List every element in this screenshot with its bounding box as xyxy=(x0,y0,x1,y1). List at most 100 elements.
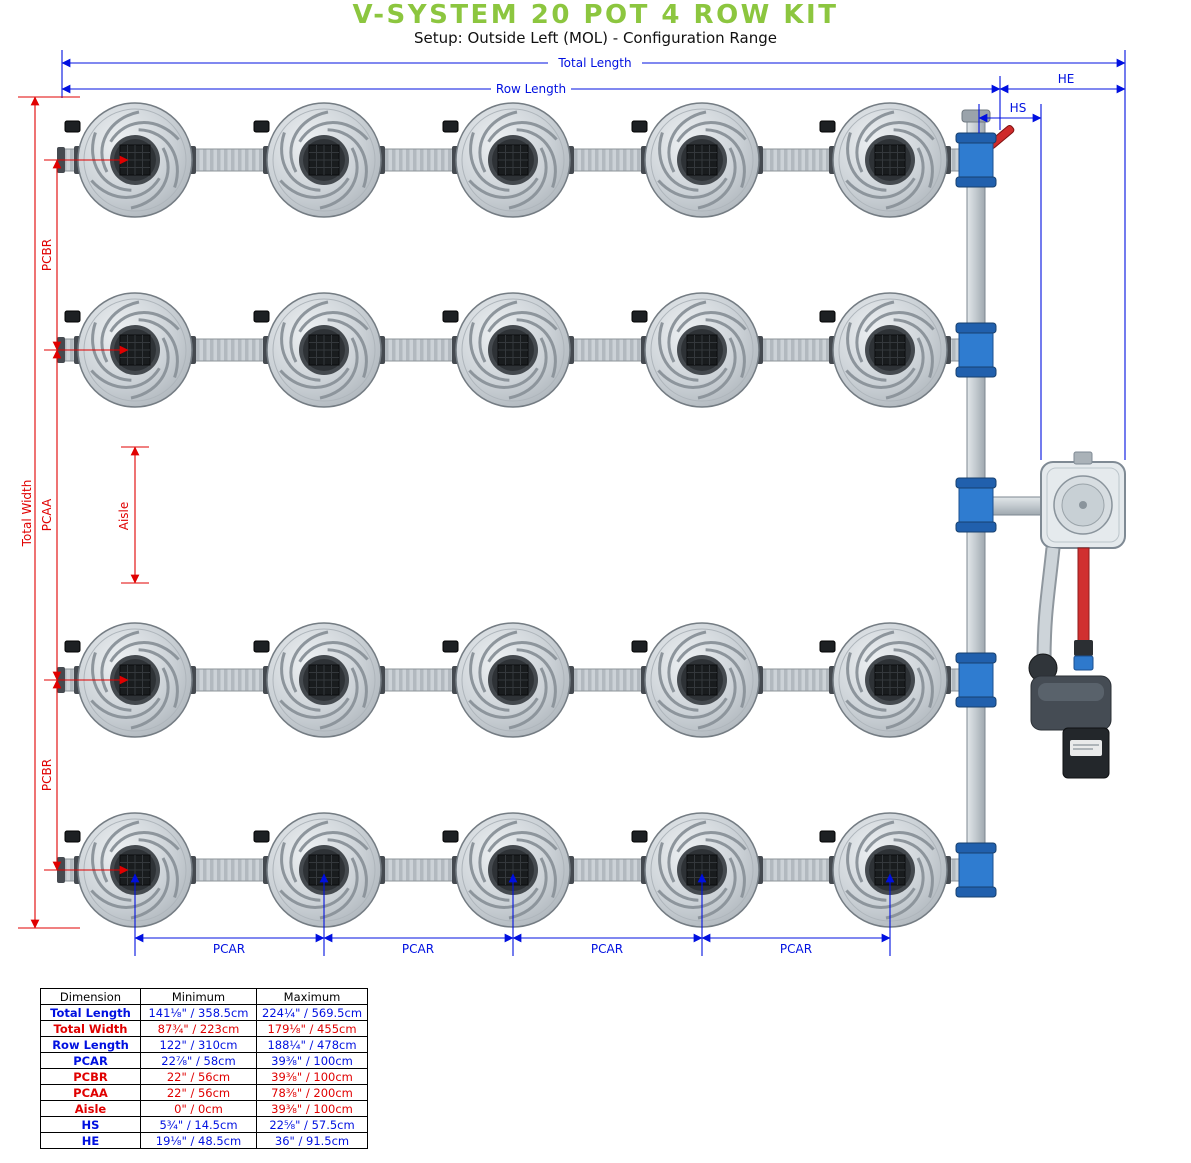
grow-pot xyxy=(453,621,573,739)
dimension-label: Total Width xyxy=(40,1020,141,1037)
manifold-top-cap xyxy=(961,109,991,123)
dimension-label: PCAR xyxy=(40,1052,141,1069)
drip-fitting-icon xyxy=(819,310,836,323)
min-value: 22" / 56cm xyxy=(140,1068,257,1085)
drip-fitting-icon xyxy=(442,830,459,843)
drip-fitting-icon xyxy=(64,830,81,843)
table-header-minimum: Minimum xyxy=(140,988,257,1005)
max-value: 22⅝" / 57.5cm xyxy=(255,1116,369,1133)
pump-union-fitting xyxy=(1073,655,1094,671)
dimension-label: HE xyxy=(40,1132,141,1149)
grow-pot xyxy=(830,101,950,219)
max-value: 36" / 91.5cm xyxy=(255,1132,369,1149)
min-value: 0" / 0cm xyxy=(140,1100,257,1117)
max-value: 179⅛" / 455cm xyxy=(255,1020,369,1037)
tubing-layer xyxy=(57,120,973,884)
dimension-label: PCAA xyxy=(40,1084,141,1101)
reservoir-inner-edge xyxy=(1046,467,1120,543)
total-width-label: Total Width xyxy=(20,480,34,548)
pump-body-highlight xyxy=(1038,683,1104,701)
max-value: 224¼" / 569.5cm xyxy=(255,1004,369,1021)
grow-pot xyxy=(453,291,573,409)
reservoir-vent xyxy=(1073,451,1093,465)
drip-fitting-icon xyxy=(253,830,270,843)
pcaa-label: PCAA xyxy=(40,498,54,531)
dimension-label: HS xyxy=(40,1116,141,1133)
max-value: 39⅜" / 100cm xyxy=(255,1068,369,1085)
grow-pot xyxy=(264,291,384,409)
drip-fitting-icon xyxy=(253,640,270,653)
label-bg xyxy=(491,81,571,97)
total-length-label: Total Length xyxy=(557,56,631,70)
grow-pot xyxy=(264,101,384,219)
manifold-fitting xyxy=(955,842,997,898)
max-value: 188¼" / 478cm xyxy=(255,1036,369,1053)
min-value: 22" / 56cm xyxy=(140,1084,257,1101)
pcar-label: PCAR xyxy=(213,942,245,956)
pots-layer xyxy=(75,101,950,929)
min-value: 19⅛" / 48.5cm xyxy=(140,1132,257,1149)
table-header-maximum: Maximum xyxy=(255,988,369,1005)
grow-pot xyxy=(264,621,384,739)
drip-fitting-icon xyxy=(819,640,836,653)
dimension-annotations: Total Length Row Length HE HS Total Widt… xyxy=(18,50,1126,956)
drip-fitting-icon xyxy=(64,310,81,323)
page-title: V-SYSTEM 20 POT 4 ROW KIT xyxy=(352,0,839,30)
pcbr-bottom-label: PCBR xyxy=(40,759,54,791)
max-value: 39⅜" / 100cm xyxy=(255,1052,369,1069)
manifold-and-reservoir xyxy=(955,109,1126,898)
row-length-label: Row Length xyxy=(496,82,566,96)
drip-fitting-icon xyxy=(819,120,836,133)
grow-pot xyxy=(642,101,762,219)
drip-fitting-icon xyxy=(442,640,459,653)
min-value: 5¾" / 14.5cm xyxy=(140,1116,257,1133)
drip-fitting-icon xyxy=(631,640,648,653)
grow-pot xyxy=(642,291,762,409)
grow-pot xyxy=(830,621,950,739)
aisle-label: Aisle xyxy=(117,502,131,531)
manifold-fitting xyxy=(955,477,997,533)
min-value: 122" / 310cm xyxy=(140,1036,257,1053)
manifold-fitting xyxy=(955,322,997,378)
drip-fitting-icon xyxy=(631,830,648,843)
he-label: HE xyxy=(1058,72,1075,86)
hs-label: HS xyxy=(1010,101,1027,115)
dimension-label: Row Length xyxy=(40,1036,141,1053)
pipe-coupler xyxy=(1074,640,1093,656)
drain-pipe xyxy=(1038,547,1059,663)
manifold-fittings xyxy=(955,132,997,898)
grow-pot xyxy=(830,291,950,409)
page-subtitle: Setup: Outside Left (MOL) - Configuratio… xyxy=(414,29,777,47)
drip-fitting-icon xyxy=(64,640,81,653)
grow-pot xyxy=(453,101,573,219)
pump-label-lines xyxy=(1073,744,1099,750)
drip-fitting-icon xyxy=(442,120,459,133)
pcar-label: PCAR xyxy=(591,942,623,956)
min-value: 22⅞" / 58cm xyxy=(140,1052,257,1069)
pcbr-top-label: PCBR xyxy=(40,239,54,271)
dimension-label: Total Length xyxy=(40,1004,141,1021)
drip-fitting-icon xyxy=(253,310,270,323)
label-bg xyxy=(548,55,642,71)
pcar-label: PCAR xyxy=(780,942,812,956)
return-pipe-red xyxy=(1077,547,1090,647)
manifold-fitting xyxy=(955,132,997,188)
grow-pot xyxy=(642,621,762,739)
dimension-label: Aisle xyxy=(40,1100,141,1117)
max-value: 39⅜" / 100cm xyxy=(255,1100,369,1117)
drip-fitting-icon xyxy=(64,120,81,133)
drip-fitting-icon xyxy=(631,120,648,133)
pump-label xyxy=(1070,740,1102,756)
min-value: 87¾" / 223cm xyxy=(140,1020,257,1037)
